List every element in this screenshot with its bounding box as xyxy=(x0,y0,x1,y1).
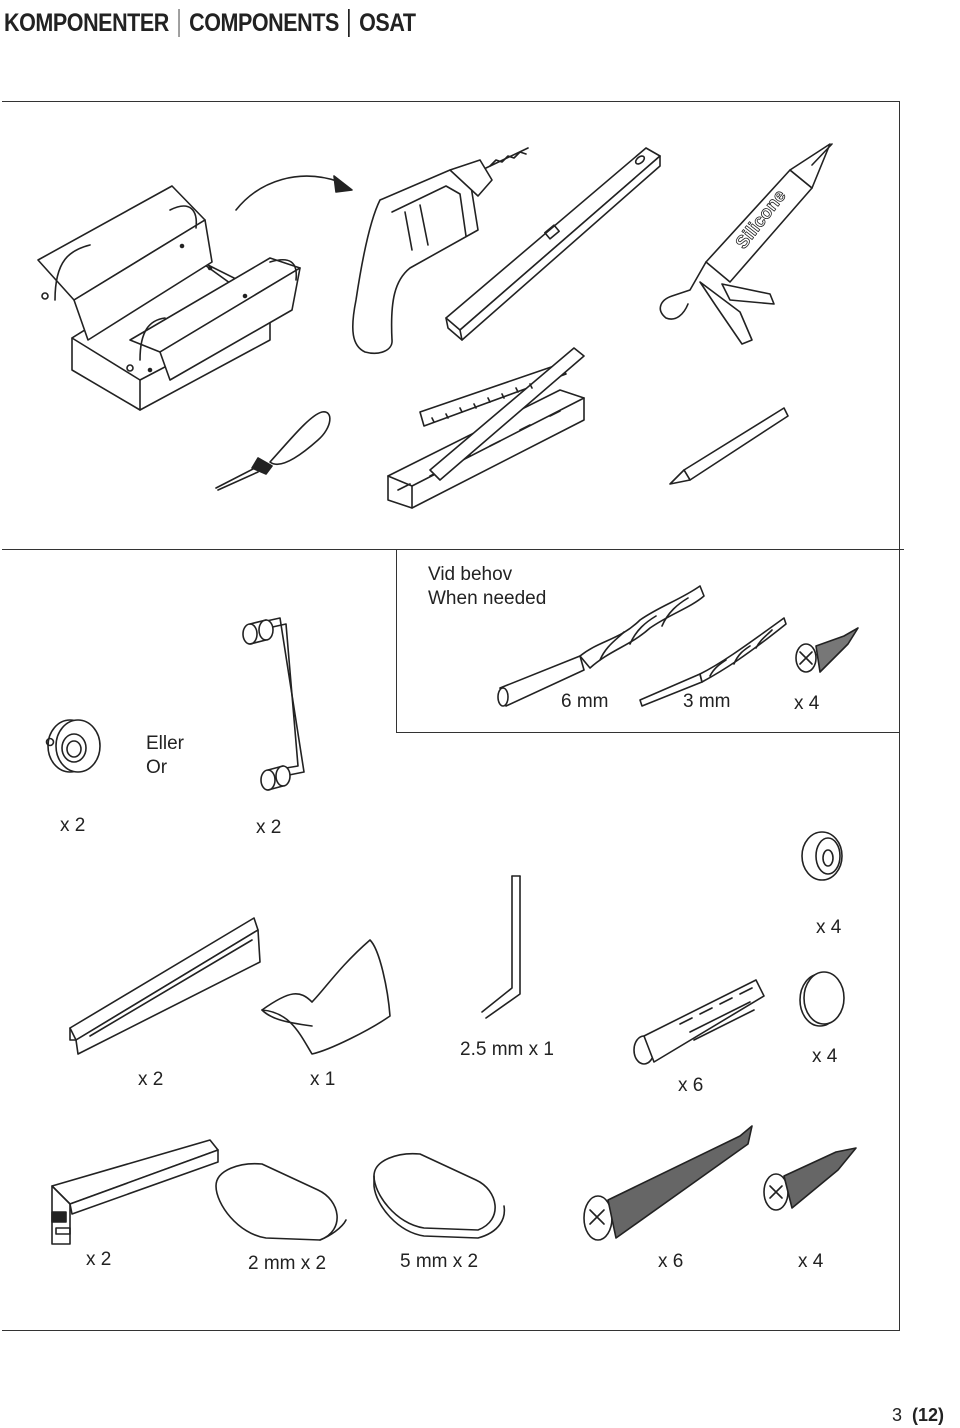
u-rod-illustration xyxy=(242,617,305,791)
cover-cap-illustration xyxy=(799,971,845,1027)
screwdriver-illustration xyxy=(215,411,331,491)
short-screw-illustration xyxy=(763,1147,857,1211)
cover-qty: x 4 xyxy=(812,1046,838,1067)
folding-rule-illustration xyxy=(387,347,585,509)
or-label-en: Or xyxy=(146,757,168,778)
header-separator xyxy=(348,9,350,37)
drill-3mm-label: 3 mm xyxy=(683,691,731,712)
drill-bit-6mm-illustration xyxy=(497,585,705,707)
wall-flange-illustration xyxy=(45,719,101,773)
title-english: COMPONENTS xyxy=(189,8,339,37)
page-number: 3 (12) xyxy=(892,1405,944,1426)
long-screw-illustration xyxy=(583,1125,753,1241)
hex-key-illustration xyxy=(481,875,521,1019)
components-frame xyxy=(2,101,900,1331)
cap-ring-illustration xyxy=(801,831,843,881)
cap-qty: x 4 xyxy=(816,917,842,938)
when-needed-box xyxy=(396,549,900,733)
wall-plug-illustration xyxy=(633,979,765,1065)
header-separator xyxy=(178,9,180,37)
hex-key-label: 2.5 mm x 1 xyxy=(460,1039,554,1060)
pad-5mm-label: 5 mm x 2 xyxy=(400,1251,479,1272)
short-screw-qty: x 4 xyxy=(798,1251,824,1272)
small-screw-illustration xyxy=(795,627,859,673)
title-swedish: KOMPONENTER xyxy=(4,8,169,37)
page-header: KOMPONENTER COMPONENTS OSAT xyxy=(4,6,416,40)
pencil-illustration xyxy=(669,407,789,485)
spirit-level-illustration xyxy=(445,147,661,341)
profile-qty: x 2 xyxy=(138,1069,164,1090)
drill-6mm-label: 6 mm xyxy=(561,691,609,712)
or-label-sv: Eller xyxy=(146,733,185,754)
curved-arrow-icon xyxy=(235,175,353,211)
toolbox-illustration xyxy=(37,185,301,411)
wall-profile-qty: x 2 xyxy=(86,1249,112,1270)
rod-qty: x 2 xyxy=(256,817,282,838)
wall-flange-qty: x 2 xyxy=(60,815,86,836)
pad-2mm-label: 2 mm x 2 xyxy=(248,1253,327,1274)
small-screw-qty: x 4 xyxy=(794,693,820,714)
when-needed-en: When needed xyxy=(428,588,547,609)
page-current: 3 xyxy=(891,1405,902,1425)
pad-2mm-illustration xyxy=(215,1162,347,1241)
seal-qty: x 1 xyxy=(310,1069,336,1090)
long-screw-qty: x 6 xyxy=(658,1251,684,1272)
title-finnish: OSAT xyxy=(359,8,416,37)
when-needed-sv: Vid behov xyxy=(428,564,513,585)
pad-5mm-illustration xyxy=(373,1152,506,1239)
section-divider xyxy=(2,549,904,550)
wall-profile-illustration xyxy=(51,1139,219,1245)
silicone-gun-illustration: Silicone xyxy=(659,143,833,345)
seal-strip-illustration xyxy=(261,939,391,1055)
drill-bit-3mm-illustration xyxy=(639,617,787,707)
glass-profile-illustration xyxy=(69,917,261,1055)
plug-qty: x 6 xyxy=(678,1075,704,1096)
drill-illustration xyxy=(351,147,529,355)
page-total: (12) xyxy=(911,1405,944,1425)
